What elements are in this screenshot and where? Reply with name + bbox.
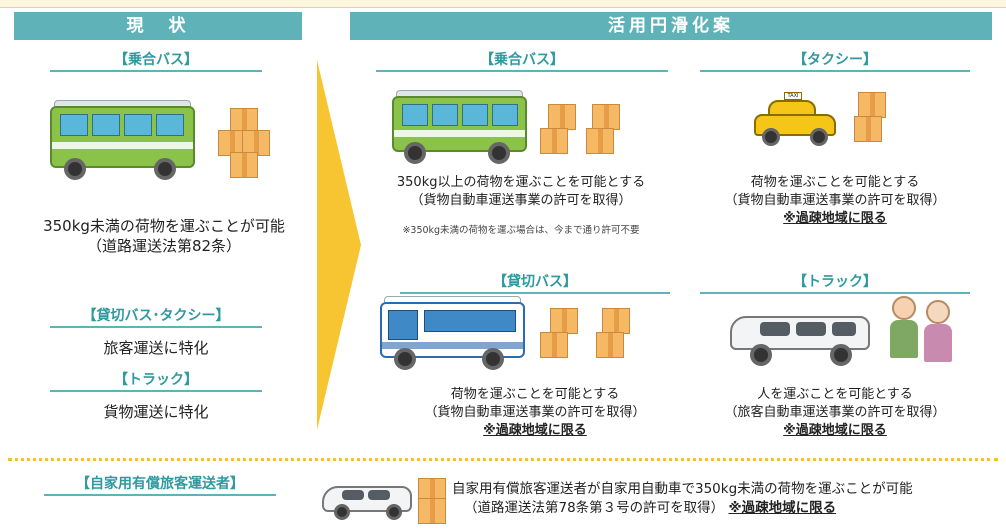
section-divider — [8, 458, 998, 461]
plan-bus-desc: 350kg以上の荷物を運ぶことを可能とする （貨物自動車運送事業の許可を取得） — [396, 175, 646, 208]
van-illustration — [730, 306, 870, 366]
charter-bus-illustration — [380, 296, 525, 370]
current-header: 現 状 — [14, 12, 302, 40]
plan-charter-desc: 荷物を運ぶことを可能とする （貨物自動車運送事業の許可を取得） ※過疎地域に限る — [424, 387, 646, 438]
current-charter-heading: 【貸切バス･タクシー】 — [50, 306, 262, 328]
current-bus-heading: 【乗合バス】 — [50, 50, 262, 72]
plan-bus-illustration — [392, 90, 527, 164]
plan-charter-heading: 【貸切バス】 — [400, 272, 670, 294]
current-truck-desc: 貨物運送に特化 — [103, 403, 209, 421]
private-car-illustration — [322, 478, 412, 522]
taxi-sign: TAXI — [784, 92, 802, 100]
elderly-woman-icon — [920, 300, 960, 370]
cargo-boxes-icon — [540, 98, 630, 164]
plan-truck-heading: 【トラック】 — [700, 272, 970, 294]
private-transport-heading: 【自家用有償旅客運送者】 — [44, 474, 276, 496]
cargo-boxes-icon — [850, 92, 894, 152]
cargo-box-icon — [418, 478, 448, 524]
current-charter-desc: 旅客運送に特化 — [103, 339, 209, 357]
plan-bus-heading: 【乗合バス】 — [376, 50, 668, 72]
plan-taxi-desc: 荷物を運ぶことを可能とする （貨物自動車運送事業の許可を取得） ※過疎地域に限る — [724, 175, 946, 226]
plan-header: 活用円滑化案 — [350, 12, 992, 40]
cargo-boxes-icon — [214, 108, 274, 178]
plan-bus-note: ※350kg未満の荷物を運ぶ場合は、今まで通り許可不要 — [402, 225, 640, 236]
top-border — [0, 0, 1006, 8]
current-truck-heading: 【トラック】 — [50, 370, 262, 392]
taxi-illustration: TAXI — [754, 92, 836, 146]
cargo-boxes-icon — [540, 302, 636, 368]
current-bus-illustration — [50, 100, 195, 180]
private-transport-desc: 自家用有償旅客運送者が自家用自動車で350kg未満の荷物を運ぶことが可能 （道路… — [452, 481, 913, 516]
elderly-man-icon — [886, 296, 926, 370]
transition-arrow-icon — [317, 60, 361, 430]
plan-taxi-heading: 【タクシー】 — [700, 50, 970, 72]
current-bus-desc: 350kg未満の荷物を運ぶことが可能 （道路運送法第82条） — [43, 217, 285, 255]
plan-truck-desc: 人を運ぶことを可能とする （旅客自動車運送事業の許可を取得） ※過疎地域に限る — [724, 387, 946, 438]
private-limit: ※過疎地域に限る — [728, 500, 837, 516]
